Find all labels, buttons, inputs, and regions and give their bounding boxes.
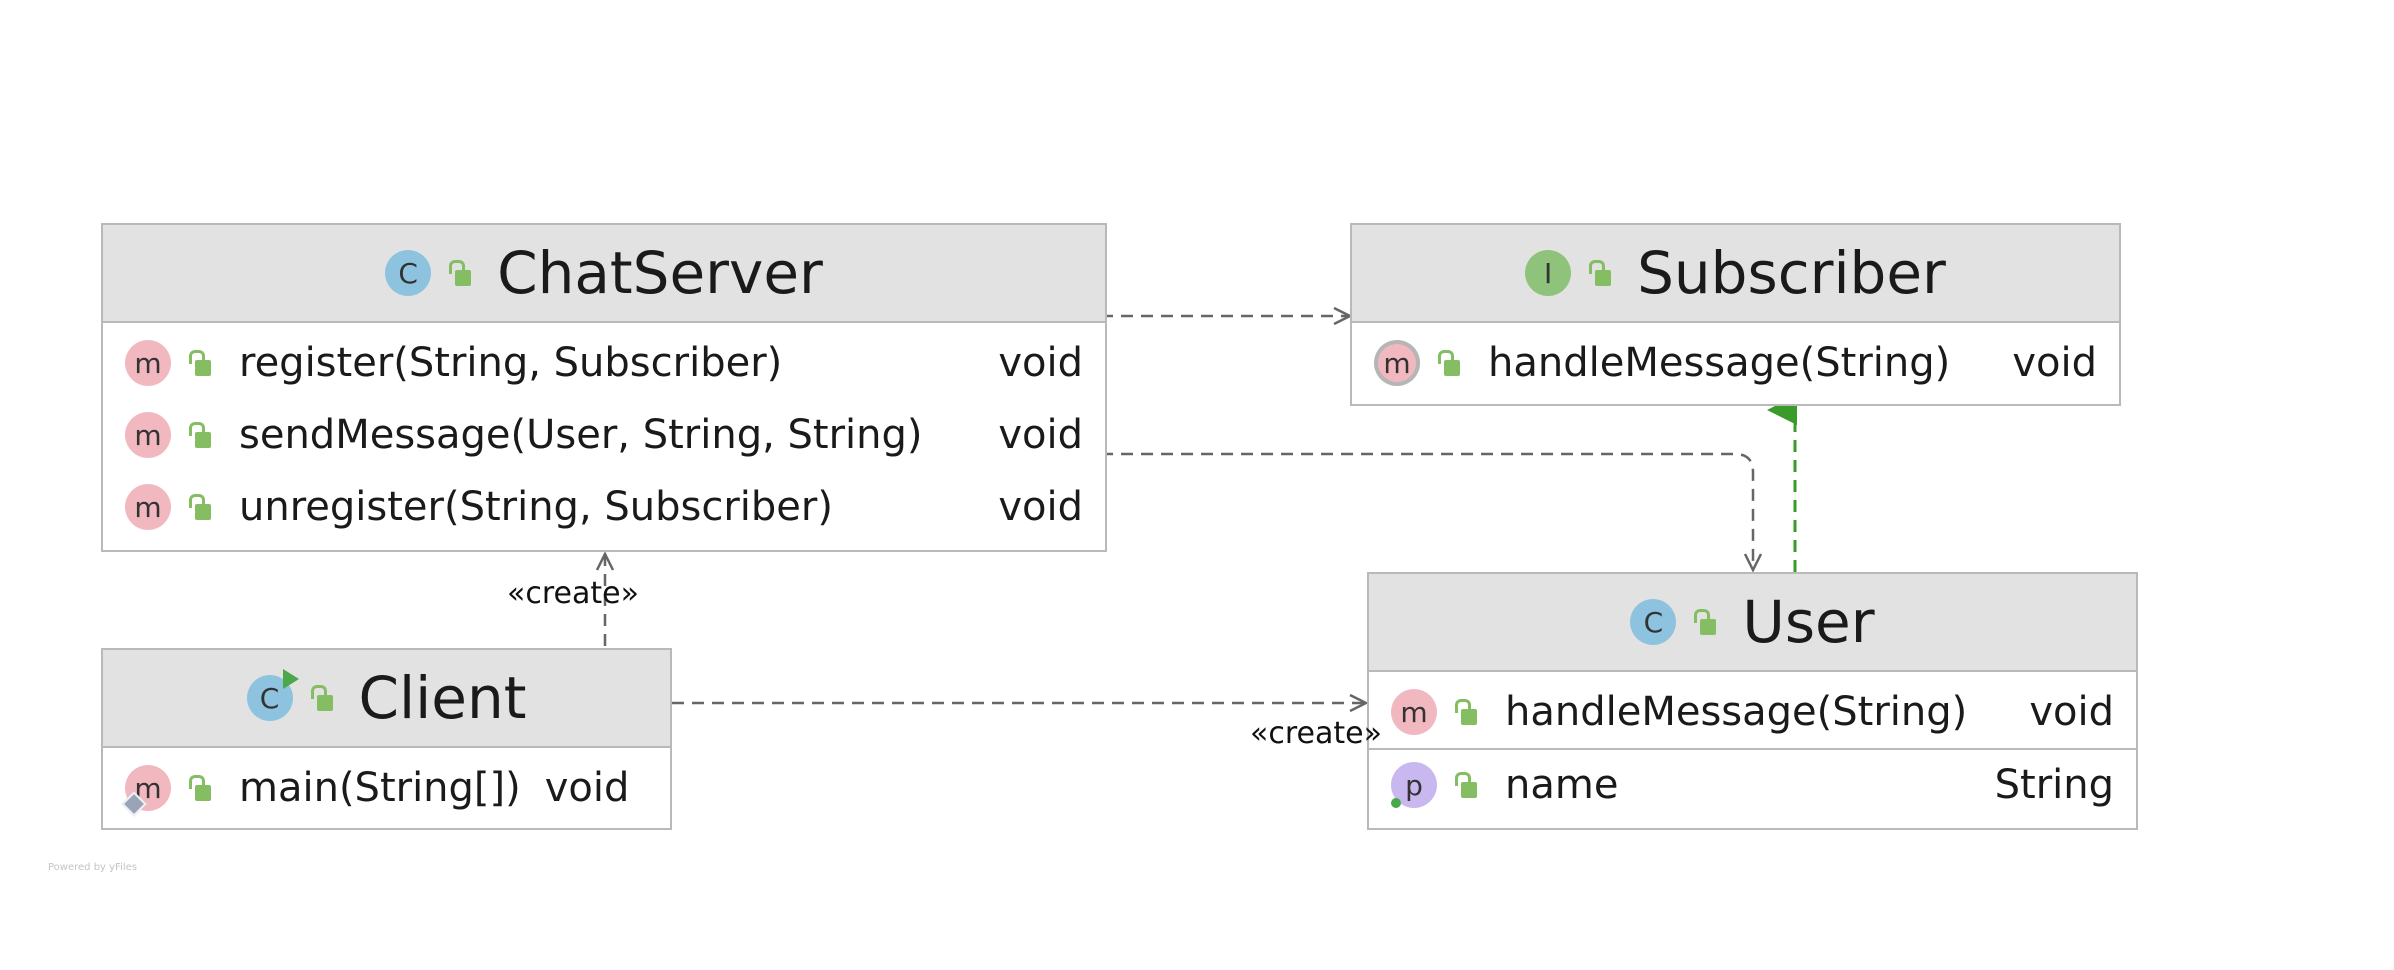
class-client-header: C Client (103, 650, 670, 748)
public-lock-icon (189, 775, 211, 801)
member-row[interactable]: p name String (1369, 748, 2136, 820)
member-type: void (998, 340, 1083, 386)
class-name: Client (358, 664, 527, 732)
class-name: ChatServer (497, 239, 823, 307)
member-type: void (2029, 689, 2114, 735)
member-type: void (544, 765, 630, 811)
member-name: unregister(String, Subscriber) (239, 484, 833, 530)
member-name: handleMessage(String) (1488, 340, 1951, 386)
abstract-method-icon: m (1374, 340, 1420, 386)
field-marker-icon (1391, 798, 1401, 808)
member-name: sendMessage(User, String, String) (239, 412, 923, 458)
public-lock-icon (189, 422, 211, 448)
member-row[interactable]: m handleMessage(String) void (1352, 327, 2119, 399)
member-row[interactable]: m unregister(String, Subscriber) void (103, 471, 1105, 543)
member-row[interactable]: m sendMessage(User, String, String) void (103, 399, 1105, 471)
method-icon: m (125, 340, 171, 386)
create-label-client-user: «create» (1250, 716, 1382, 751)
static-method-icon: m (121, 765, 171, 817)
method-icon: m (125, 484, 171, 530)
create-label-client-chatserver: «create» (507, 576, 639, 611)
member-name: handleMessage(String) (1505, 689, 1968, 735)
footer-credit: Powered by yFiles (48, 862, 137, 873)
class-user[interactable]: C User m handleMessage(String) void p na… (1367, 572, 2138, 830)
public-lock-icon (1455, 699, 1477, 725)
interface-subscriber-header: I Subscriber (1352, 225, 2119, 323)
public-lock-icon (189, 494, 211, 520)
method-icon: m (1391, 689, 1437, 735)
member-row[interactable]: m register(String, Subscriber) void (103, 327, 1105, 399)
member-name: main(String[]) (239, 765, 521, 811)
run-icon (282, 669, 299, 689)
class-user-header: C User (1369, 574, 2136, 672)
class-name: User (1742, 588, 1875, 656)
public-lock-icon (1694, 609, 1717, 635)
interface-subscriber[interactable]: I Subscriber m handleMessage(String) voi… (1350, 223, 2121, 406)
class-icon: C (1630, 599, 1677, 645)
edge-chatserver-to-user (1101, 452, 1753, 570)
member-row[interactable]: m main(String[]) void (103, 752, 670, 824)
member-row[interactable]: m handleMessage(String) void (1369, 676, 2136, 748)
runnable-class-icon: C (246, 669, 299, 721)
class-chatserver-header: C ChatServer (103, 225, 1105, 323)
public-lock-icon (449, 260, 472, 286)
public-lock-icon (1438, 350, 1460, 376)
interface-icon: I (1525, 250, 1572, 296)
public-lock-icon (310, 685, 333, 711)
public-lock-icon (1589, 260, 1612, 286)
public-lock-icon (189, 350, 211, 376)
class-client[interactable]: C Client m main(String[]) void (101, 648, 672, 830)
member-type: void (2012, 340, 2097, 386)
member-name: name (1505, 762, 1619, 808)
property-icon-wrap: p (1391, 762, 1437, 808)
public-lock-icon (1455, 772, 1477, 798)
method-icon: m (125, 412, 171, 458)
interface-name: Subscriber (1637, 239, 1946, 307)
class-icon: C (385, 250, 432, 296)
class-chatserver[interactable]: C ChatServer m register(String, Subscrib… (101, 223, 1107, 552)
member-name: register(String, Subscriber) (239, 340, 783, 386)
member-type: void (998, 412, 1083, 458)
member-type: void (998, 484, 1083, 530)
member-type: String (1994, 762, 2114, 808)
